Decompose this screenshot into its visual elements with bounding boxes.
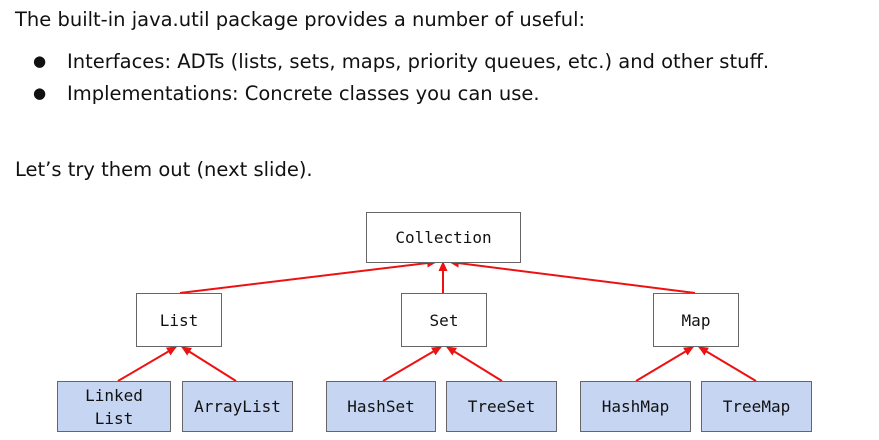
bullet-item-interfaces: ● Interfaces: ADTs (lists, sets, maps, pr… <box>33 50 769 73</box>
hashset-node: HashSet <box>326 381 436 432</box>
arrow-arraylist-to-list <box>181 346 237 382</box>
arrow-list-to-collection <box>179 258 437 294</box>
arrow-linkedlist-to-list <box>117 346 177 382</box>
arrow-hashset-to-set <box>382 346 442 382</box>
arrow-map-to-collection <box>449 258 696 294</box>
treemap-node: TreeMap <box>701 381 812 432</box>
arraylist-node: ArrayList <box>182 381 293 432</box>
intro-text: The built-in java.util package provides … <box>15 8 586 31</box>
list-node: List <box>136 293 222 347</box>
next-slide-text: Let’s try them out (next slide). <box>15 158 313 181</box>
linkedlist-node: Linked List <box>57 381 171 432</box>
bullet-text: Implementations: Concrete classes you ca… <box>67 82 540 105</box>
arrow-treeset-to-set <box>446 346 503 382</box>
arrow-treemap-to-map <box>698 346 757 382</box>
treeset-node: TreeSet <box>446 381 557 432</box>
bullet-item-implementations: ● Implementations: Concrete classes you c… <box>33 82 540 105</box>
collection-node: Collection <box>366 212 521 263</box>
bullet-text: Interfaces: ADTs (lists, sets, maps, pri… <box>67 50 770 73</box>
hashmap-node: HashMap <box>580 381 691 432</box>
arrow-hashmap-to-map <box>635 346 694 382</box>
set-node: Set <box>401 293 487 347</box>
map-node: Map <box>653 293 739 347</box>
bullet-marker: ● <box>33 52 47 70</box>
bullet-marker: ● <box>33 84 47 102</box>
